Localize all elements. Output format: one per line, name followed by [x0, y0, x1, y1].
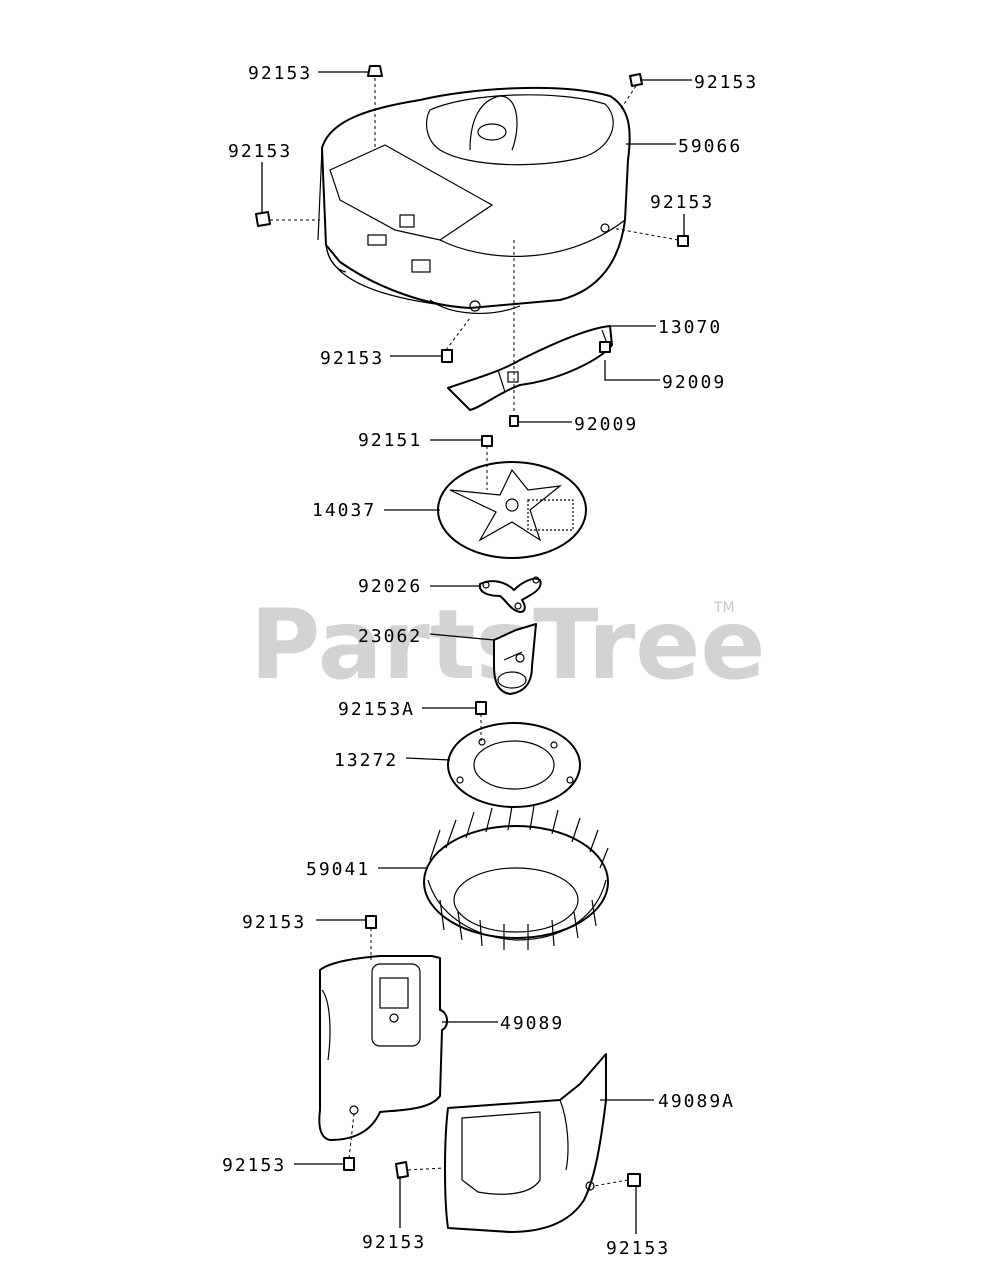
label-92153-top-right: 92153: [694, 72, 758, 93]
screw-bottom-shroud: [441, 349, 453, 363]
plate-92026: [478, 576, 542, 613]
label-23062: 23062: [358, 626, 422, 647]
screw-49089A-right: [627, 1173, 641, 1187]
label-92153-cover-bottom: 92153: [222, 1155, 286, 1176]
cover-49089: [318, 955, 448, 1141]
label-92026: 92026: [358, 576, 422, 597]
screw-left: [255, 211, 271, 227]
label-92153-right: 92153: [650, 192, 714, 213]
label-92153A: 92153A: [338, 699, 415, 720]
label-49089A: 49089A: [658, 1091, 735, 1112]
label-13272: 13272: [334, 750, 398, 771]
bracket-23062: [493, 623, 537, 695]
fan-59041: [423, 805, 609, 950]
label-14037: 14037: [312, 500, 376, 521]
label-92151: 92151: [358, 430, 422, 451]
label-92153-left: 92153: [228, 141, 292, 162]
watermark-trademark: TM: [713, 600, 735, 616]
screen-14037: [437, 461, 587, 559]
label-92009-upper: 92009: [662, 372, 726, 393]
label-59041: 59041: [306, 859, 370, 880]
bolt-92009: [509, 415, 519, 427]
bolt-13070: [599, 341, 611, 353]
label-59066: 59066: [678, 136, 742, 157]
screw-top-right: [629, 73, 643, 87]
screw-top-left: [367, 65, 383, 77]
screw-49089A-left: [395, 1161, 409, 1179]
leader-lines: [261, 71, 692, 1234]
screw-92151: [481, 435, 493, 447]
label-92153-cover-top: 92153: [242, 912, 306, 933]
label-92153-bottom-left: 92153: [362, 1232, 426, 1253]
label-13070: 13070: [658, 317, 722, 338]
ring-13272: [447, 722, 581, 808]
screw-92153A: [475, 701, 487, 715]
fasteners: [255, 65, 689, 1187]
screw-cover-bottom: [343, 1157, 355, 1171]
part-labels: 92153 92153 59066 92153 92153 13070 9215…: [222, 63, 758, 1259]
baffle-13070: [447, 325, 613, 411]
label-92009-lower: 92009: [574, 414, 638, 435]
screw-right: [677, 235, 689, 247]
cover-49089A: [444, 1053, 607, 1233]
label-49089: 49089: [500, 1013, 564, 1034]
screw-cover-top: [365, 915, 377, 929]
assembly-lines: [270, 78, 679, 1187]
label-92153-shroud-bottom: 92153: [320, 348, 384, 369]
blower-housing-59066: [317, 86, 631, 314]
label-92153-bottom-right: 92153: [606, 1238, 670, 1259]
label-92153-top-left: 92153: [248, 63, 312, 84]
